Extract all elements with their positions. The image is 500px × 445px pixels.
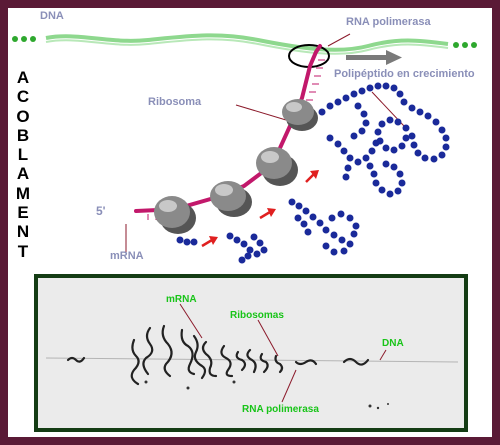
red-arrow-icon — [305, 170, 319, 183]
dna-strand — [45, 33, 449, 52]
micro-label-ribosomas: Ribosomas — [230, 310, 284, 321]
dna-strand-shadow — [45, 38, 449, 55]
ribosome-3 — [210, 181, 252, 217]
micrograph-fibers — [66, 324, 370, 386]
micro-label-mrna: mRNA — [166, 294, 197, 305]
leader-micro-mrna — [179, 303, 203, 339]
polypeptide-chains — [176, 82, 450, 264]
electron-micrograph-panel: mRNA Ribosomas DNA RNA polimerasa — [34, 274, 468, 432]
movement-arrows — [201, 170, 319, 248]
leader-rna-polimerasa — [327, 33, 351, 47]
translation-diagram — [12, 33, 477, 264]
label-ribosoma: Ribosoma — [148, 96, 202, 108]
label-polipeptido: Polipéptido en crecimiento — [334, 68, 475, 80]
polypeptide-chain-2 — [226, 232, 268, 264]
micrograph-specks — [144, 380, 389, 410]
polypeptide-chain-1 — [176, 236, 198, 246]
dna-end-dots-right — [453, 42, 477, 48]
leader-micro-dna — [379, 349, 387, 361]
micro-label-rna-polimerasa: RNA polimerasa — [242, 404, 319, 415]
micro-label-dna: DNA — [382, 338, 404, 349]
polypeptide-chain-3 — [288, 198, 360, 256]
leader-ribosoma — [235, 104, 287, 121]
side-title: ACOBLAMENT — [15, 68, 31, 261]
red-arrow-icon — [259, 208, 276, 220]
dna-end-dots-left — [12, 36, 36, 42]
red-arrow-icon — [201, 236, 218, 248]
label-dna: DNA — [40, 10, 64, 22]
label-rna-polimerasa: RNA polimerasa — [346, 16, 431, 28]
transcription-direction-arrow — [346, 50, 402, 65]
ribosome-4 — [256, 147, 298, 186]
leader-micro-rna-polimerasa — [281, 369, 297, 403]
label-five-prime: 5' — [96, 204, 106, 218]
leader-micro-ribosomas — [257, 319, 279, 357]
polypeptide-chain-5 — [318, 82, 450, 163]
label-mrna: mRNA — [110, 250, 144, 262]
micrograph-image — [45, 303, 459, 410]
ribosome-5 — [282, 99, 318, 131]
ribosome-2 — [154, 196, 196, 234]
polypeptide-chain-4 — [326, 134, 406, 198]
